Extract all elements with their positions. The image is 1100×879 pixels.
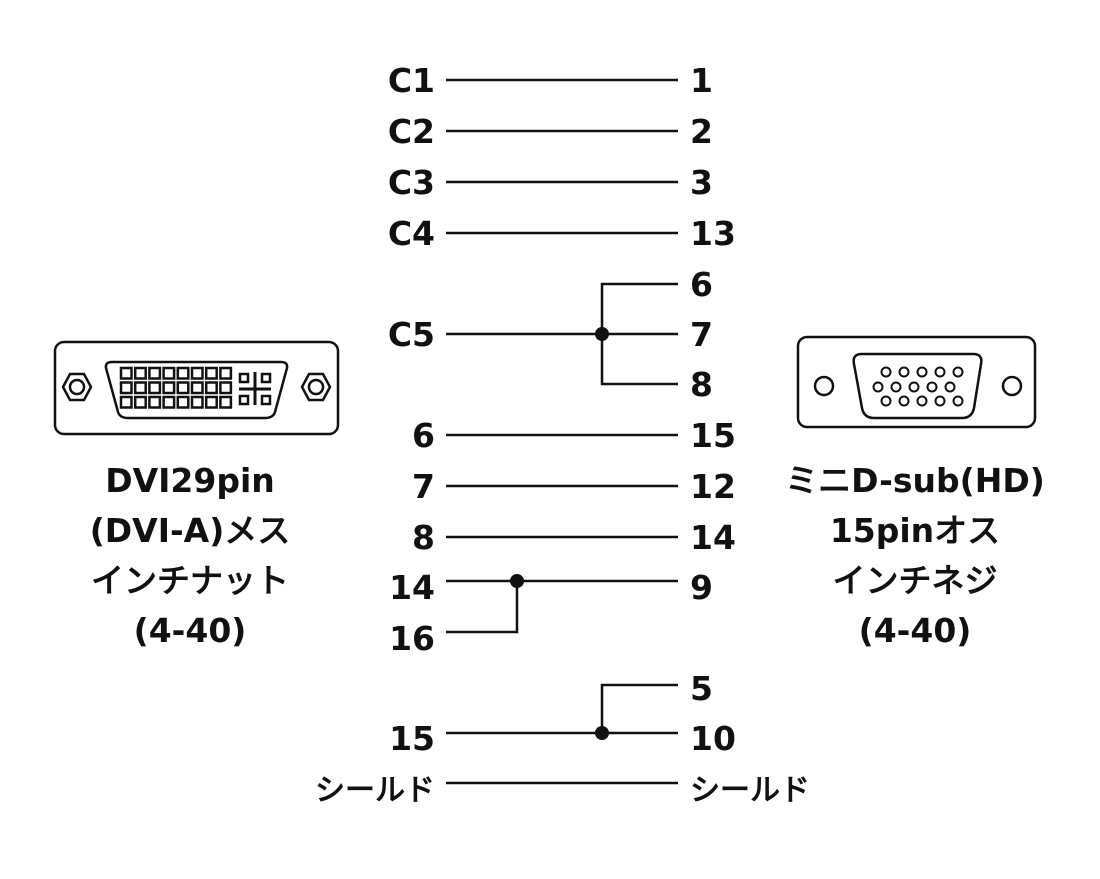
dvi-pin [190,366,204,380]
vga-pin [890,381,902,393]
wires [446,78,678,785]
dvi-pin [162,395,176,409]
right-pin: 8 [690,365,713,404]
left-pin-labels: C1 C2 C3 C4 C5 6 7 8 14 16 15 シールド [315,61,435,808]
dvi-caption-line: (DVI-A)メス [90,511,291,550]
right-pin: 9 [690,568,713,607]
vga-pin [916,366,928,378]
vga-pin [916,395,928,407]
dvi-pin [176,366,190,380]
vga-connector-icon [796,335,1037,429]
vga-pin [880,395,892,407]
dvi-pin [219,395,233,409]
right-pin: 5 [690,669,713,708]
vga-caption-line: (4-40) [859,611,972,650]
left-pin: C3 [388,163,435,202]
dvi-pin [204,366,218,380]
dvi-pin [119,366,133,380]
right-pin: 14 [690,518,736,557]
junction-dot [595,726,609,740]
junction-dots [510,327,609,740]
dvi-pin [204,381,218,395]
dvi-pin [133,366,147,380]
dvi-pin [162,366,176,380]
dvi-caption-line: インチナット [91,561,289,600]
left-pin: 8 [412,518,435,557]
dvi-pin [119,395,133,409]
right-pin: 10 [690,719,736,758]
junction-dot [510,574,524,588]
right-pin: 1 [690,61,713,100]
vga-pin [872,381,884,393]
left-pin: C2 [388,112,435,151]
left-pin: 6 [412,416,435,455]
wire-branch-15 [446,683,678,735]
dvi-caption-line: DVI29pin [105,461,275,500]
vga-pin [934,366,946,378]
dvi-pin [133,395,147,409]
dvi-pin [190,381,204,395]
right-pin: 15 [690,416,736,455]
left-pin: 16 [389,619,435,658]
dvi-pin [162,381,176,395]
left-pin: C1 [388,61,435,100]
dvi-pin [176,395,190,409]
right-pin: 2 [690,112,713,151]
dvi-pin [148,366,162,380]
dvi-caption: DVI29pin (DVI-A)メス インチナット (4-40) [90,461,291,650]
dvi-pin [190,395,204,409]
vga-caption-line: インチネジ [833,561,998,600]
right-pin-shield: シールド [690,773,810,808]
left-pin-shield: シールド [315,773,435,808]
right-pin: 12 [690,467,736,506]
dvi-pin [176,381,190,395]
vga-pin [926,381,938,393]
vga-caption: ミニD-sub(HD) 15pinオス インチネジ (4-40) [785,461,1045,650]
right-pin: 7 [690,315,713,354]
dvi-pin [204,395,218,409]
right-pin: 13 [690,214,736,253]
right-pin: 3 [690,163,713,202]
junction-dot [595,327,609,341]
left-pin: 14 [389,568,435,607]
vga-pin [944,381,956,393]
dvi-pin [148,381,162,395]
dvi-pin [133,381,147,395]
left-pin: 15 [389,719,435,758]
right-pin: 6 [690,265,713,304]
left-pin: C5 [388,315,435,354]
dvi-connector-icon [53,340,340,436]
left-pin: 7 [412,467,435,506]
dvi-pin [219,381,233,395]
dvi-pin [219,366,233,380]
wire-branch-c5 [446,282,678,386]
wire-branch-14-16 [446,579,678,634]
vga-pin [934,395,946,407]
dvi-caption-line: (4-40) [134,611,247,650]
vga-caption-line: ミニD-sub(HD) [785,461,1045,500]
right-pin-labels: 1 2 3 13 6 7 8 15 12 14 9 5 10 シールド [690,61,810,808]
vga-pin [952,395,964,407]
dvi-pin [119,381,133,395]
left-pin: C4 [388,214,435,253]
vga-pin [880,366,892,378]
vga-pin [908,381,920,393]
dvi-pin [148,395,162,409]
vga-pin [898,395,910,407]
vga-caption-line: 15pinオス [830,511,1000,550]
vga-pin [898,366,910,378]
vga-pin [952,366,964,378]
